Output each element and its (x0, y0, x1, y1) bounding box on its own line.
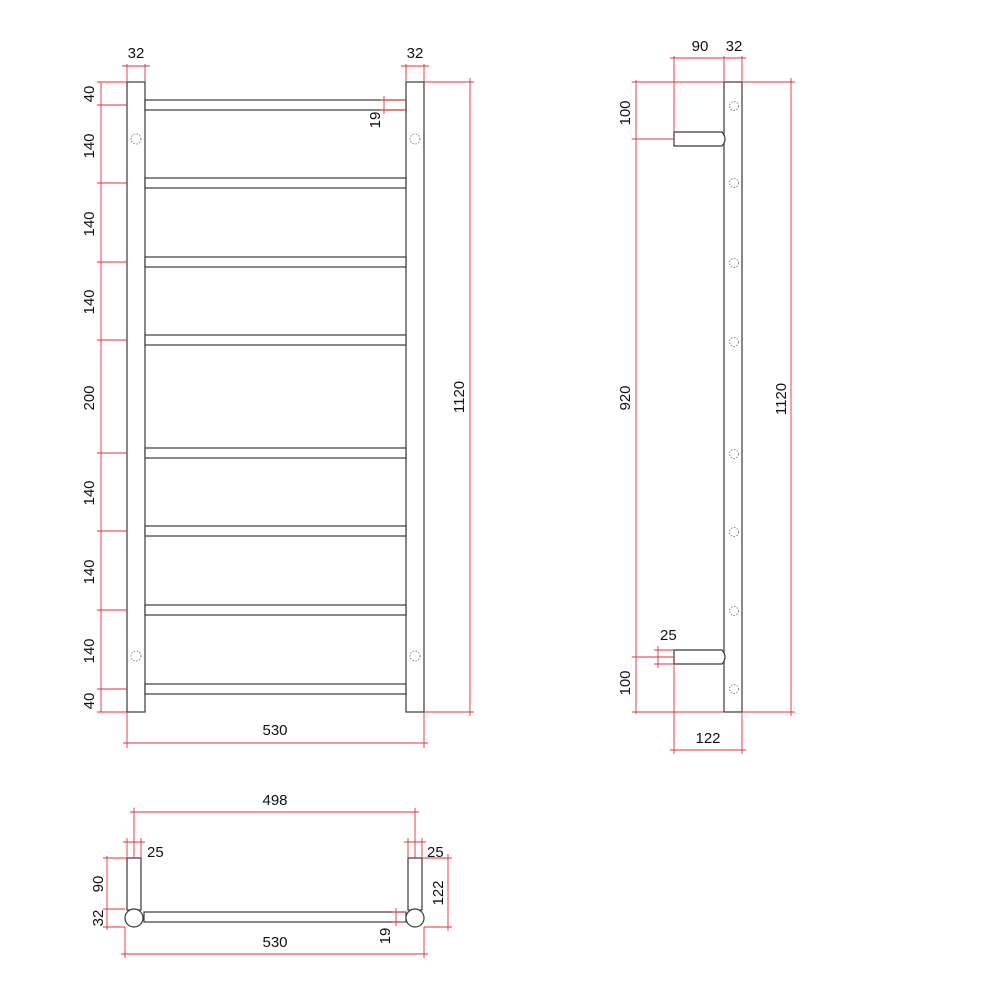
label-spacing: 40 (81, 86, 98, 103)
dim-front-total-height: 1120 (424, 78, 474, 716)
top-bracket (673, 131, 726, 147)
dim-top-right-32: 32 (401, 45, 429, 82)
right-upright (405, 81, 425, 713)
label-top-left-thickness: 25 (147, 844, 164, 861)
right-tube-end (405, 908, 425, 928)
label-side-upright-width: 32 (726, 38, 743, 55)
label-front-total-width: 530 (262, 722, 287, 739)
label-rail-gap: 19 (367, 112, 384, 129)
label-side-top-offset: 100 (617, 100, 634, 125)
label-spacing: 140 (81, 638, 98, 663)
mounting-hole (729, 449, 739, 459)
label-top-overall-depth: 122 (430, 880, 447, 905)
mounting-hole (729, 101, 739, 111)
label-top-width-left: 32 (128, 45, 145, 62)
rail (144, 99, 407, 111)
label-side-overall-depth: 122 (695, 730, 720, 747)
side-upright (723, 81, 743, 713)
label-side-bracket-thickness: 25 (660, 627, 677, 644)
rails (144, 99, 407, 695)
mounting-hole (130, 650, 142, 662)
dim-side-overall-depth: 122 (670, 664, 746, 754)
dim-rail-gap: 19 (367, 96, 406, 128)
label-front-total-height: 1120 (451, 381, 468, 413)
side-view: 90 32 100 920 100 25 1120 (617, 38, 795, 754)
left-tube-end (124, 908, 144, 928)
top-view: 498 25 25 90 32 (90, 792, 452, 958)
label-top-right-thickness: 25 (427, 844, 444, 861)
dim-top-inner-width: 498 (130, 792, 419, 858)
label-side-total-height: 1120 (773, 383, 790, 415)
dim-top-left-32: 32 (122, 45, 150, 82)
dim-top-overall-depth: 122 (422, 854, 452, 931)
rail (144, 447, 407, 459)
rail (144, 256, 407, 268)
mounting-hole (130, 133, 142, 145)
bottom-bracket (673, 649, 726, 665)
rail (144, 334, 407, 346)
label-spacing: 140 (81, 133, 98, 158)
mounting-hole (729, 684, 739, 694)
mounting-hole (729, 527, 739, 537)
label-spacing: 140 (81, 480, 98, 505)
mounting-hole (729, 258, 739, 268)
label-top-rail-gap: 19 (377, 928, 394, 945)
label-top-bracket-depth: 90 (90, 876, 107, 893)
dim-side-total-height: 1120 (742, 78, 795, 716)
dim-side-top: 90 32 (670, 38, 746, 132)
label-spacing: 200 (81, 385, 98, 410)
mounting-hole (409, 650, 421, 662)
label-top-tube-diameter: 32 (90, 910, 107, 927)
dim-top-left-thickness: 25 (123, 838, 164, 861)
label-side-bracket-spacing: 920 (617, 385, 634, 410)
left-bracket (126, 857, 142, 911)
dim-top-total-width: 530 (121, 927, 428, 958)
rail (144, 525, 407, 537)
dim-side-left-chain: 100 920 100 (617, 80, 724, 714)
dim-left-spacings: 40 140 140 140 200 140 140 140 40 (81, 81, 127, 713)
mounting-hole (729, 337, 739, 347)
label-top-width-right: 32 (407, 45, 424, 62)
rail (144, 604, 407, 616)
dim-side-bracket-thickness: 25 (654, 627, 677, 668)
label-side-bottom-offset: 100 (617, 670, 634, 695)
rail (144, 683, 407, 695)
dim-top-rail-gap: 19 (377, 908, 406, 944)
label-top-inner-width: 498 (262, 792, 287, 809)
right-bracket (407, 857, 423, 911)
mounting-hole (409, 133, 421, 145)
dim-front-total-width: 530 (123, 712, 428, 748)
dim-top-right-thickness: 25 (404, 838, 444, 861)
label-spacing: 140 (81, 211, 98, 236)
label-spacing: 140 (81, 559, 98, 584)
label-spacing: 140 (81, 289, 98, 314)
label-spacing: 40 (81, 693, 98, 710)
mounting-hole (729, 178, 739, 188)
top-rail (143, 911, 407, 923)
label-top-total-width: 530 (262, 934, 287, 951)
mounting-hole (729, 606, 739, 616)
dim-top-left-vertical: 90 32 (90, 856, 127, 930)
label-side-bracket-depth: 90 (692, 38, 709, 55)
rail (144, 177, 407, 189)
left-upright (126, 81, 146, 713)
front-view: 32 32 19 40 140 (81, 45, 474, 748)
